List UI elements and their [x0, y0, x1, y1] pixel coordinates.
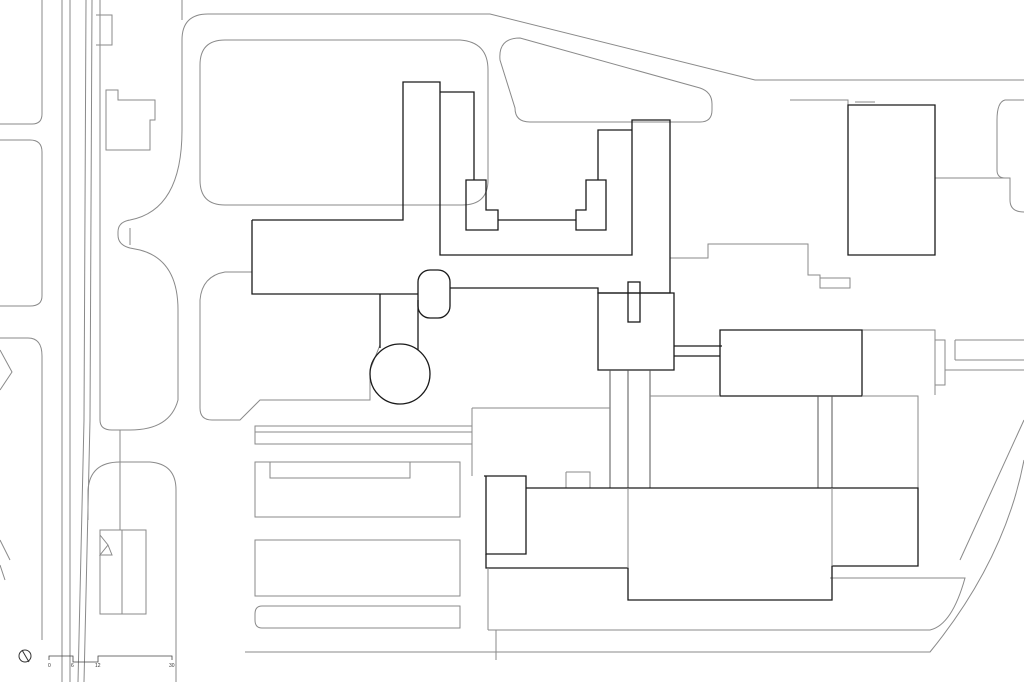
landscape-islands	[0, 37, 1024, 660]
north-arrow-icon	[18, 649, 32, 663]
south-building	[98, 529, 147, 615]
scale-bar	[48, 655, 173, 663]
scale-label-30: 30	[169, 663, 175, 669]
east-buildings	[670, 99, 1024, 395]
scale-label-0: 0	[48, 663, 51, 669]
main-building	[251, 81, 919, 630]
scale-label-6: 6	[71, 663, 74, 669]
scale-label-12: 12	[95, 663, 101, 669]
